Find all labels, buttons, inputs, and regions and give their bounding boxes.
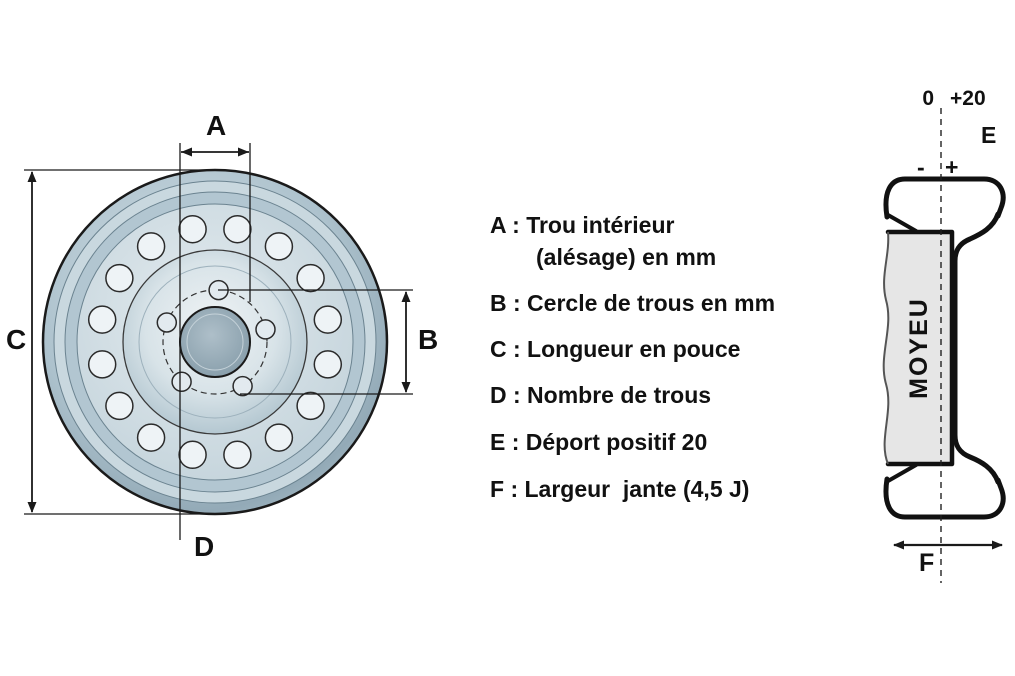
section-left-bead-top [886, 213, 918, 233]
section-barrel [952, 211, 1001, 485]
section-plus-label: + [945, 154, 959, 180]
dim-b-arrow [401, 291, 411, 393]
center-bore-highlight [186, 313, 244, 371]
legend-line-a2: (alésage) en mm [536, 244, 717, 270]
rim-cross-section [882, 108, 1006, 583]
section-e-label: E [981, 122, 997, 148]
section-offset-label: +20 [950, 87, 986, 110]
legend-line-a: A : Trou intérieur [490, 212, 675, 238]
dim-label-c: C [6, 324, 27, 355]
legend-line-f: F : Largeur jante (4,5 J) [490, 476, 750, 502]
hub-label: MOYEU [905, 297, 933, 399]
dim-label-b: B [418, 324, 439, 355]
bolt-holes [156, 279, 276, 397]
dim-a-arrow [181, 147, 249, 157]
hub-block [883, 232, 952, 464]
center-bore [179, 306, 251, 378]
dim-c-arrow [27, 171, 37, 513]
legend-line-e: E : Déport positif 20 [490, 429, 708, 455]
section-left-bead-bottom [886, 463, 918, 483]
legend-line-b: B : Cercle de trous en mm [490, 290, 776, 316]
section-bottom-flange [883, 476, 1006, 520]
dim-label-f: F [919, 549, 935, 577]
legend-line-c: C : Longueur en pouce [490, 336, 741, 362]
dimension-lines [24, 143, 413, 540]
dim-label-a: A [206, 110, 227, 141]
wheel-front-view [41, 168, 389, 516]
hub-torn-edge [882, 231, 890, 465]
vent-holes [87, 214, 343, 470]
legend-line-d: D : Nombre de trous [490, 382, 712, 408]
dim-label-d: D [194, 531, 215, 562]
section-minus-label: - [917, 154, 925, 180]
section-zero-label: 0 [922, 87, 934, 110]
inner-dish-ring [138, 265, 292, 419]
section-top-flange [883, 176, 1006, 220]
dim-f-arrow [893, 540, 1003, 550]
